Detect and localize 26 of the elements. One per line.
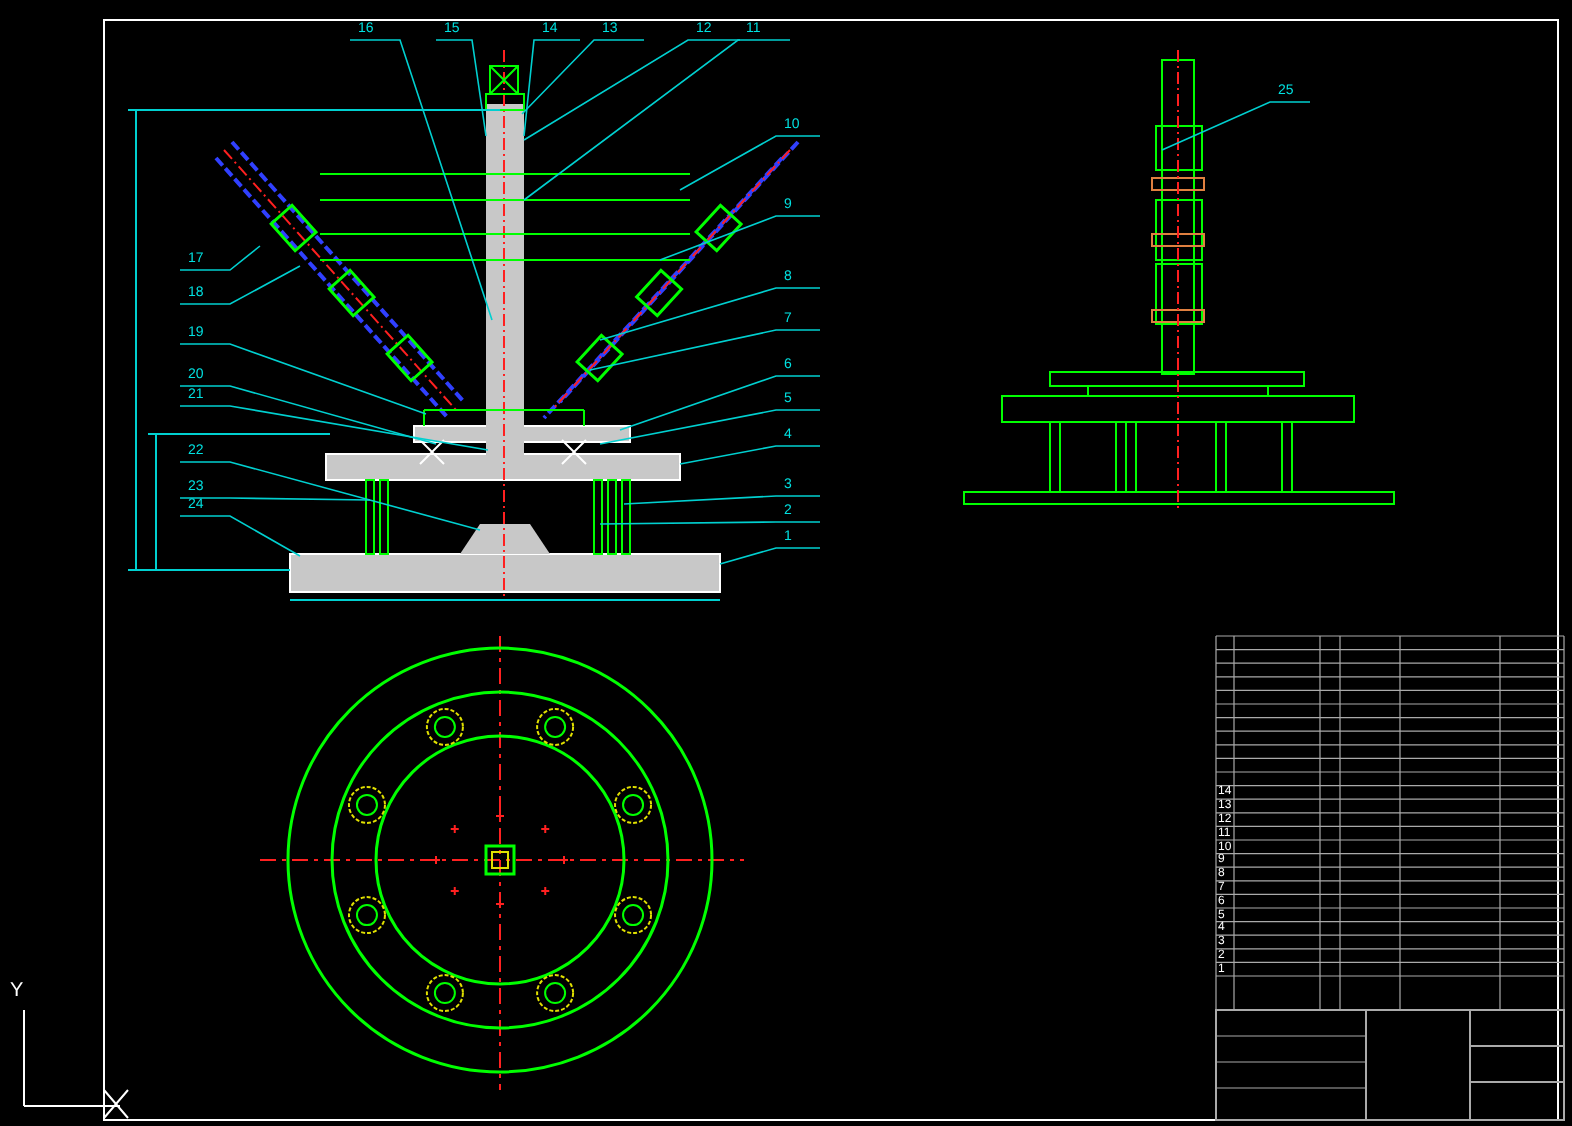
- leader-line: [179, 515, 301, 557]
- leader-line: [179, 497, 371, 501]
- leader-line: [719, 547, 821, 565]
- leader-line: [679, 445, 821, 465]
- leader-line: [521, 39, 645, 115]
- leader-line: [179, 265, 301, 305]
- axis-label: Y: [10, 982, 24, 1002]
- leader-line: [523, 39, 791, 201]
- leader-line: [179, 385, 437, 445]
- leader-line: [435, 39, 487, 137]
- leader-line: [179, 461, 481, 531]
- leader-line: [523, 39, 741, 141]
- leader-line: [179, 405, 489, 451]
- leader-line: [623, 495, 821, 505]
- leader-line: [349, 39, 493, 321]
- leader-line: [599, 287, 821, 341]
- leader-line: [589, 329, 821, 371]
- leader-line: [679, 135, 821, 191]
- leader-line: [599, 521, 821, 525]
- leader-line: [179, 245, 261, 271]
- leader-line: [619, 375, 821, 431]
- leader-line: [659, 215, 821, 261]
- leader-line: [1161, 101, 1311, 151]
- leader-line: [523, 39, 581, 137]
- leader-line: [599, 409, 821, 445]
- leader-line: [179, 343, 427, 415]
